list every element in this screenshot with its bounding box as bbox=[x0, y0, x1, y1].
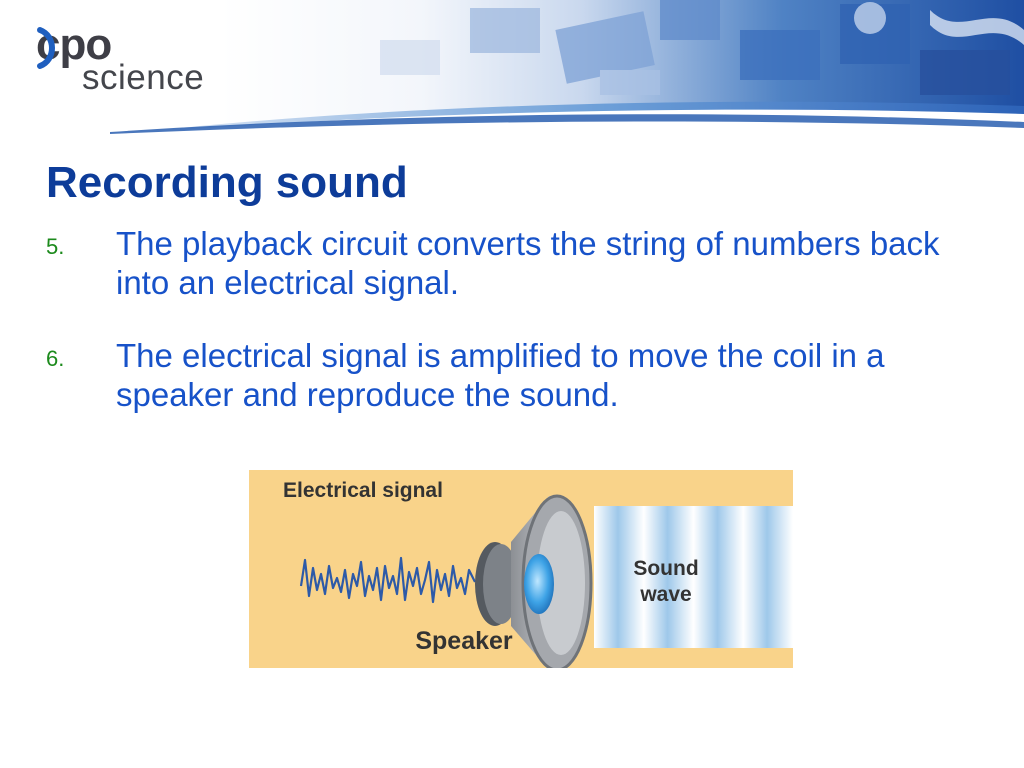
speaker-icon bbox=[475, 494, 593, 668]
sound-wave-icon bbox=[594, 506, 793, 648]
item-number: 6. bbox=[46, 346, 65, 371]
logo-arc-icon bbox=[37, 27, 55, 69]
speaker-diagram: Electrical signal Sound wave Speaker bbox=[249, 470, 793, 668]
speaker-diagram-graphic bbox=[249, 470, 793, 668]
header-banner: cpo science bbox=[0, 0, 1024, 135]
waveform-icon bbox=[299, 556, 476, 604]
item-number: 5. bbox=[46, 234, 65, 259]
cpo-science-logo: cpo science bbox=[36, 20, 226, 106]
logo-science-text: science bbox=[82, 58, 205, 97]
item-text: The electrical signal is amplified to mo… bbox=[116, 337, 885, 413]
slide-title: Recording sound bbox=[46, 158, 408, 207]
sound-wave-label: Sound wave bbox=[633, 557, 699, 606]
electrical-signal-label: Electrical signal bbox=[283, 479, 443, 502]
speaker-label: Speaker bbox=[415, 627, 513, 655]
item-text: The playback circuit converts the string… bbox=[116, 225, 940, 301]
banner-collage-image bbox=[110, 0, 1024, 135]
